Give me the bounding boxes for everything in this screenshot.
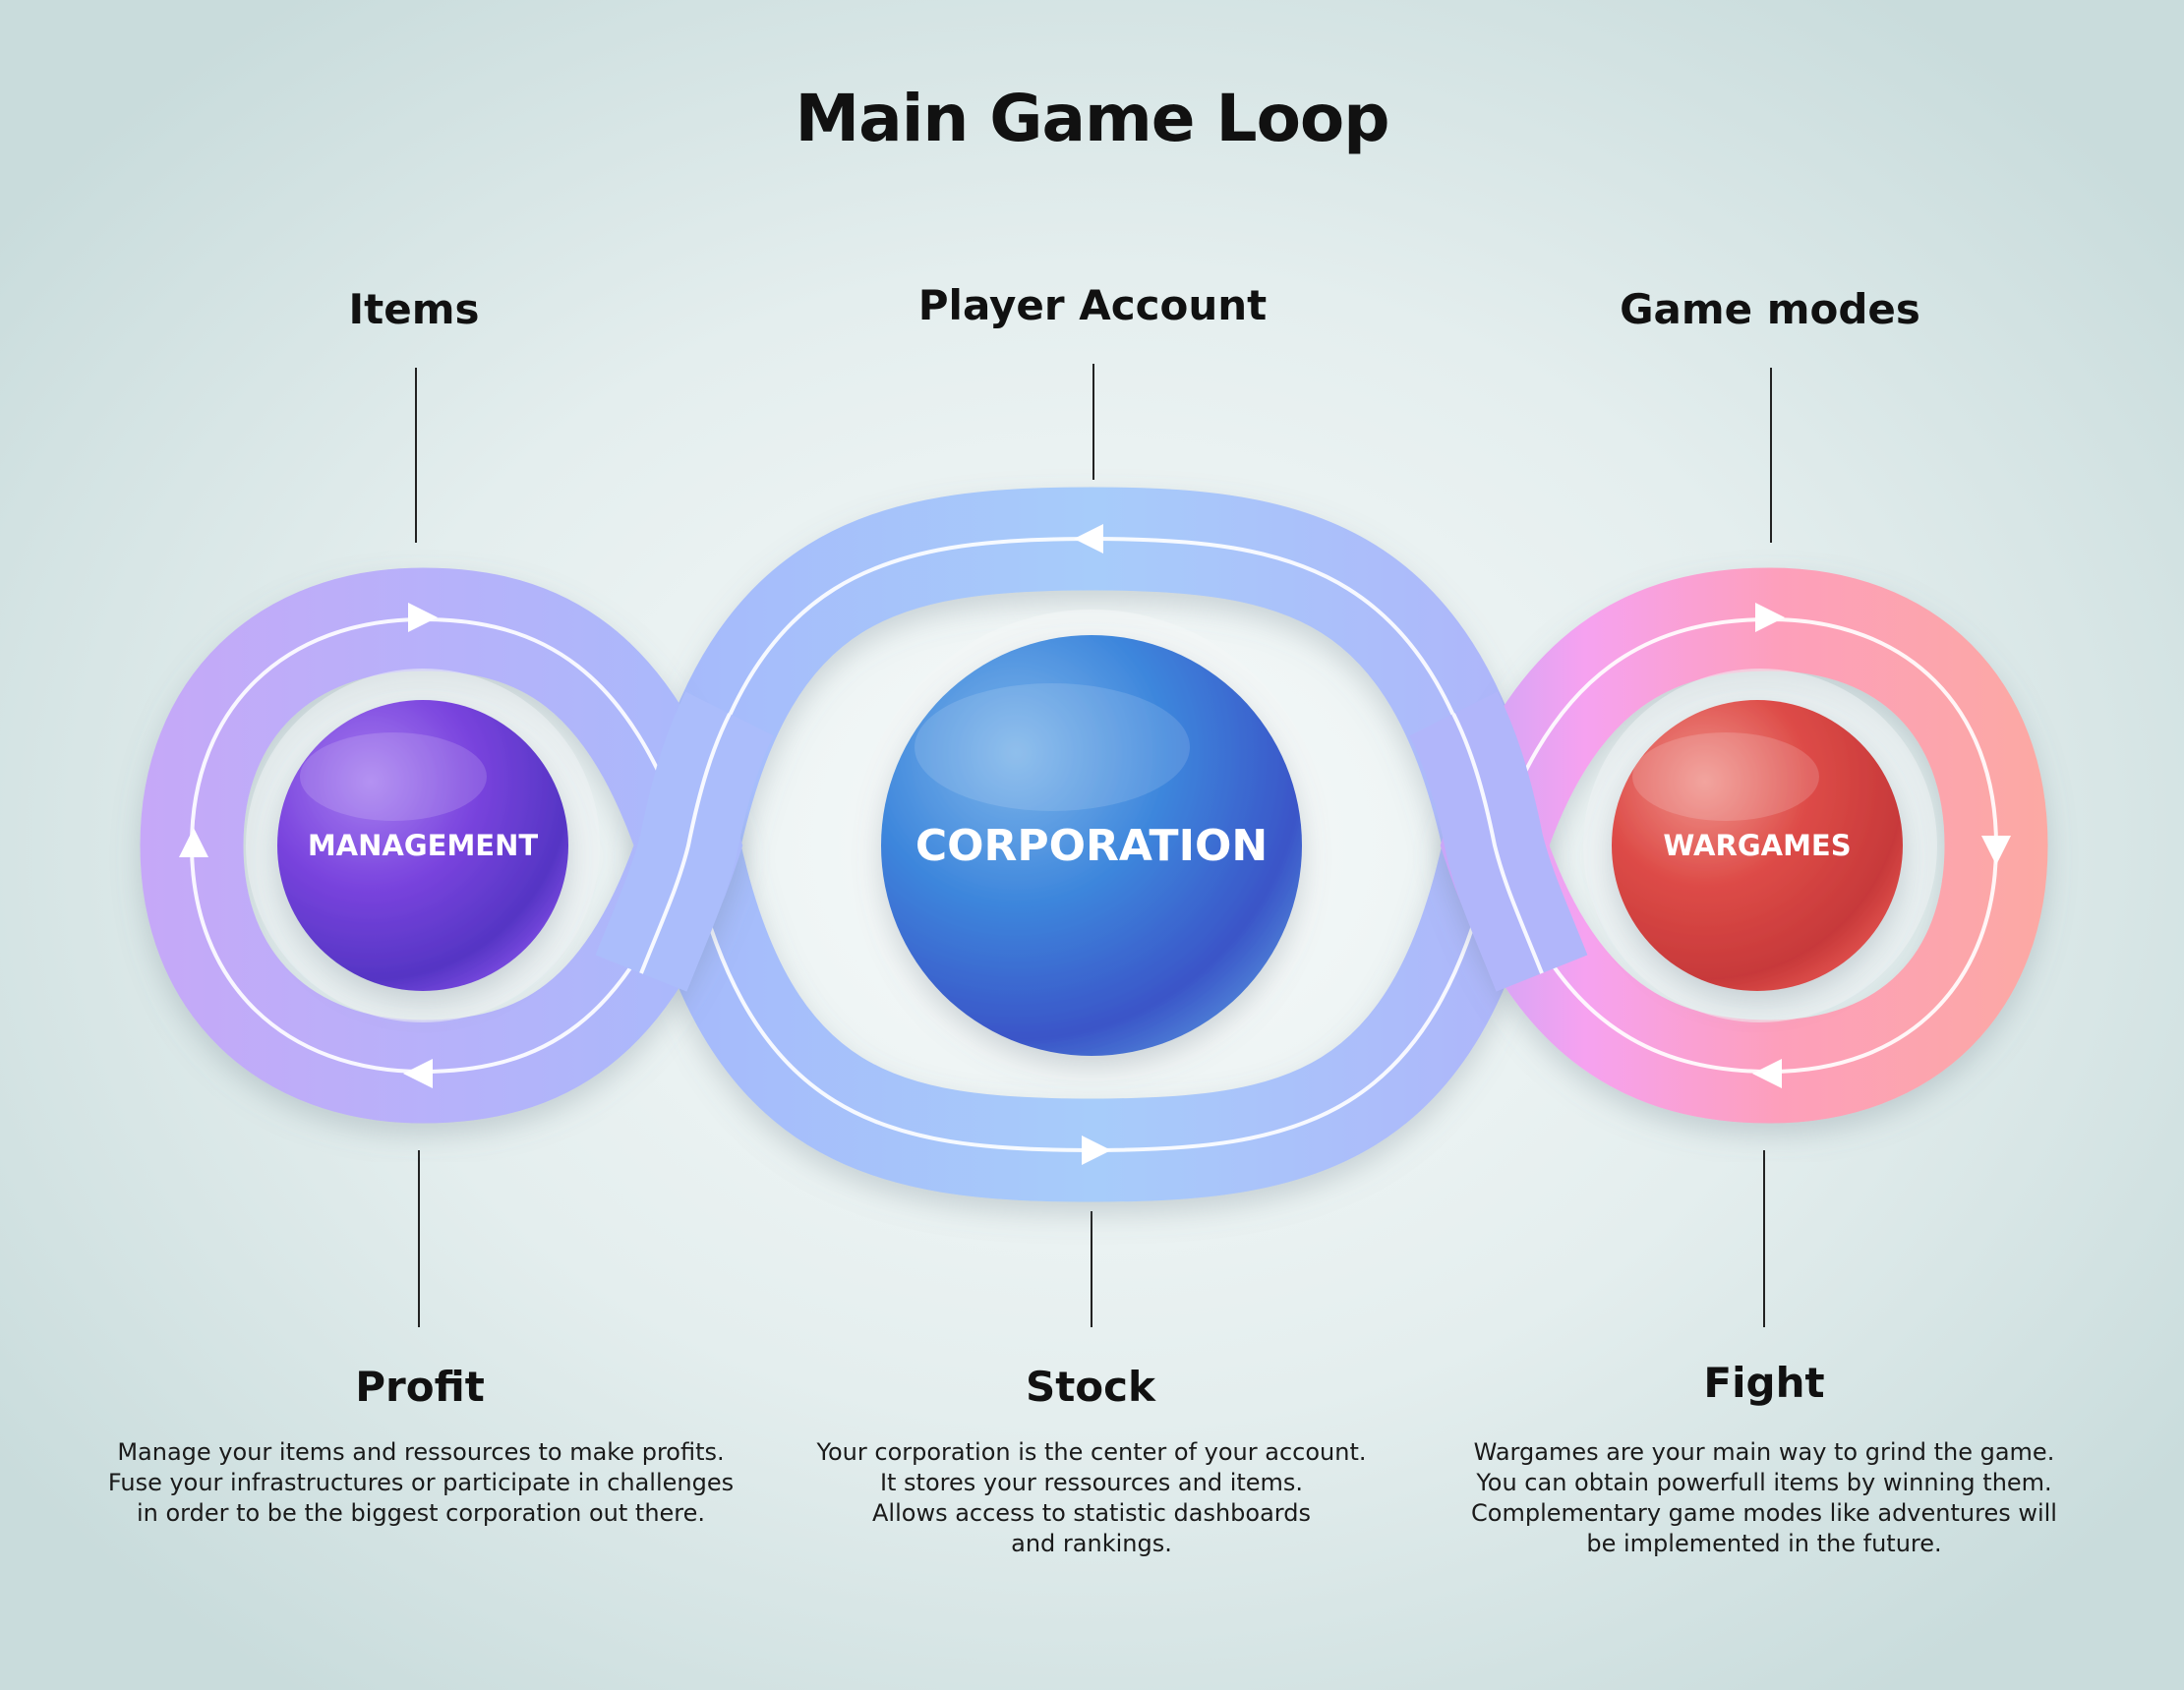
description-profit: Manage your items and ressources to make… [107,1438,735,1527]
heading-fight: Fight [1703,1359,1825,1407]
heading-profit: Profit [355,1363,485,1411]
page-title: Main Game Loop [795,81,1389,156]
connector-profit [418,1150,420,1327]
wargames-label: WARGAMES [1663,829,1851,862]
connector-game-modes [1770,368,1772,543]
connector-items [415,368,417,543]
management-label: MANAGEMENT [308,829,539,862]
arrow-left-side-icon [179,828,208,857]
arrow-center-top-icon [1074,524,1103,554]
label-player-account: Player Account [917,281,1268,329]
corporation-label: CORPORATION [915,821,1268,871]
arrow-center-bottom-icon [1082,1136,1111,1165]
arrow-right-top-icon [1755,603,1785,632]
wargames-node: WARGAMES [1612,700,1903,991]
label-items: Items [348,285,480,333]
heading-stock: Stock [1025,1363,1155,1411]
arrow-left-bottom-icon [403,1059,433,1088]
management-node: MANAGEMENT [277,700,568,991]
connector-fight [1763,1150,1765,1327]
arrow-left-top-icon [408,603,438,632]
description-stock: Your corporation is the center of your a… [816,1438,1367,1557]
connector-player-account [1092,364,1094,480]
description-fight: Wargames are your main way to grind the … [1471,1438,2057,1557]
arrow-right-side-icon [1981,836,2011,865]
corporation-node: CORPORATION [881,635,1302,1056]
connector-stock [1091,1211,1092,1327]
arrow-right-bottom-icon [1752,1059,1782,1088]
label-game-modes: Game modes [1620,285,1920,333]
